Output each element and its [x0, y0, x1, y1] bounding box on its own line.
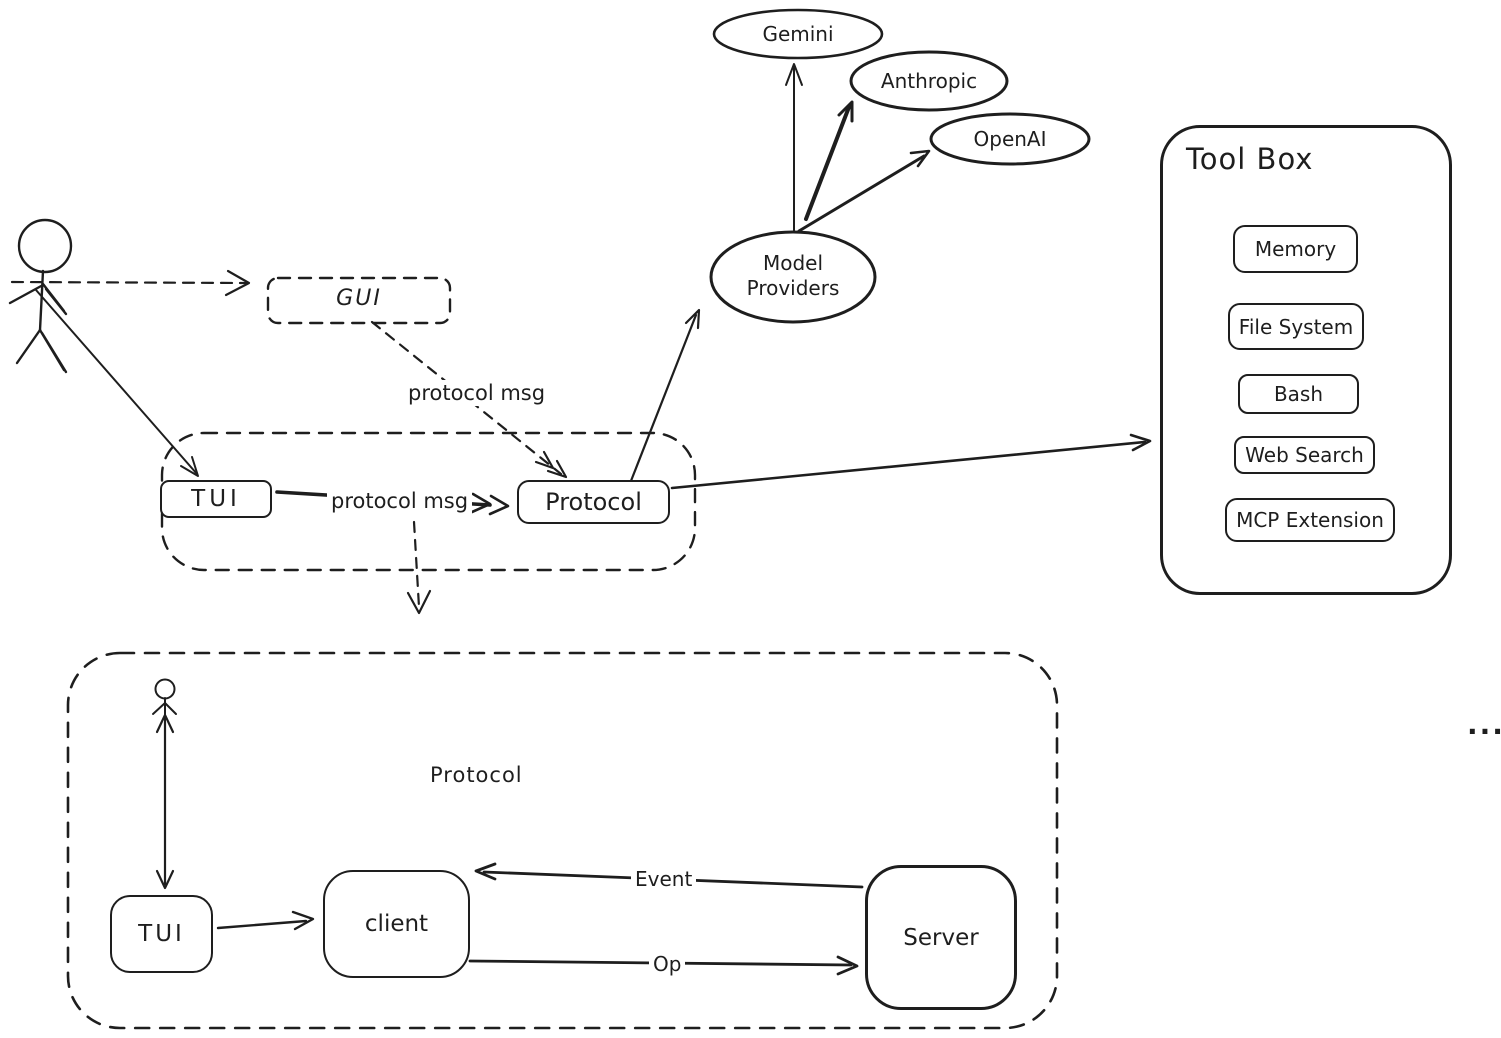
openai-ellipse: [929, 112, 1091, 166]
arrow-tui-to-client-head: [291, 910, 315, 931]
toolbox-tool-web-search: Web Search: [1234, 436, 1375, 474]
arrow-actor-tui-double-down-head: [155, 869, 175, 890]
arrow-actor-to-gui-head: [224, 269, 251, 297]
protocol-detail-dashed-container: [66, 651, 1059, 1030]
arrow-providers-to-anthropic-head: [837, 100, 854, 123]
toolbox-tool-web-search-label: Web Search: [1245, 443, 1364, 467]
protocol-detail-tui-node: TUI: [110, 895, 213, 973]
tui-protocol-msg-label: protocol msg: [327, 488, 473, 514]
op-arrow-label: Op: [649, 951, 686, 977]
client-node: client: [323, 870, 470, 978]
protocol-detail-tui-label: TUI: [138, 921, 185, 947]
toolbox-tool-mcp-extension: MCP Extension: [1225, 498, 1395, 542]
protocol-node: Protocol: [517, 480, 670, 524]
protocol-detail-title: Protocol: [430, 763, 523, 787]
toolbox-tool-file-system: File System: [1228, 303, 1364, 350]
arrow-gui-to-protocol: [370, 320, 563, 476]
arrow-actor-tui-double-up-head: [155, 713, 175, 734]
toolbox-tool-bash-label: Bash: [1273, 382, 1324, 406]
arrow-server-to-client-event-head: [474, 862, 497, 881]
tui-node-label: TUI: [191, 486, 241, 512]
arrow-protocol-down-dashed: [412, 520, 421, 609]
anthropic-label: Anthropic: [880, 69, 978, 93]
toolbox-tool-file-system-label: File System: [1238, 314, 1354, 339]
openai-label: OpenAI: [973, 127, 1047, 151]
server-node-label: Server: [903, 924, 979, 951]
gui-dashed-box: [266, 276, 452, 325]
arrow-protocol-to-model-providers-head: [684, 308, 701, 330]
toolbox-tool-mcp-extension-label: MCP Extension: [1236, 508, 1384, 532]
arrow-protocol-to-toolbox: [670, 440, 1147, 490]
arrow-tui-to-protocol-head: [470, 492, 510, 516]
arrow-providers-to-openai: [797, 154, 926, 233]
arrow-gui-to-protocol-head: [534, 450, 568, 479]
arrow-actor-to-tui-head: [180, 456, 199, 477]
arrow-actor-to-gui: [10, 280, 248, 285]
protocol-detail-actor-figure: [152, 678, 177, 724]
gui-protocol-msg-label: protocol msg: [404, 380, 550, 406]
gui-node-label: GUI: [336, 286, 382, 311]
toolbox-tool-memory-label: Memory: [1254, 237, 1337, 261]
model-providers-ellipse: [709, 230, 877, 324]
model-providers-label-line2: Providers: [746, 276, 840, 300]
toolbox-tool-bash: Bash: [1238, 374, 1359, 414]
client-node-label: client: [364, 911, 429, 937]
arrow-tui-to-client: [216, 919, 308, 930]
arrow-providers-to-openai-head: [909, 149, 931, 168]
user-actor-figure: [8, 218, 73, 374]
gemini-ellipse: [712, 8, 884, 60]
model-providers-label: Model Providers: [723, 251, 863, 301]
toolbox-tool-memory: Memory: [1233, 225, 1358, 273]
arrow-protocol-to-toolbox-head: [1129, 433, 1152, 452]
protocol-node-label: Protocol: [545, 488, 642, 516]
arrow-client-to-server-op-head: [836, 955, 859, 976]
model-providers-label-line1: Model: [762, 251, 824, 275]
anthropic-ellipse: [849, 50, 1009, 112]
arrow-actor-to-tui: [35, 289, 198, 475]
event-arrow-label: Event: [631, 866, 697, 892]
tui-node: TUI: [160, 480, 272, 518]
arrow-providers-to-gemini-head: [785, 63, 803, 86]
arrow-protocol-to-model-providers: [627, 313, 698, 488]
arrow-providers-to-anthropic: [804, 105, 851, 221]
ellipsis-text: ...: [1467, 708, 1501, 741]
arrow-protocol-down-dashed-head: [406, 589, 432, 615]
toolbox-title: Tool Box: [1186, 142, 1314, 176]
gemini-label: Gemini: [762, 22, 834, 46]
server-node: Server: [865, 865, 1017, 1010]
